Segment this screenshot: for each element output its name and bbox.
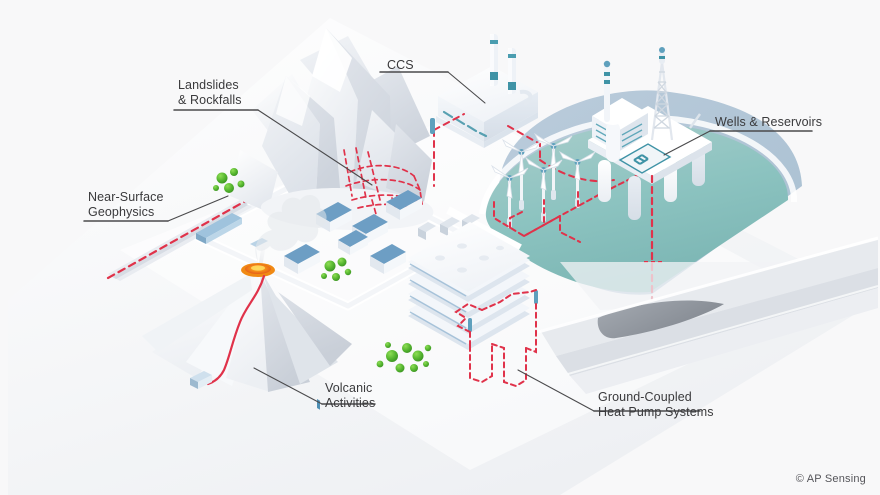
storage-vessel <box>606 122 620 162</box>
smokestack-short <box>508 48 516 94</box>
wind-turbine <box>533 132 573 200</box>
ccs-plant <box>430 34 615 187</box>
building-roof <box>408 222 530 292</box>
village <box>284 190 480 410</box>
strata-layer-mid <box>556 268 878 376</box>
snowcap-second <box>276 76 310 126</box>
wind-turbine <box>501 138 541 210</box>
plant-plinth-right <box>484 112 538 148</box>
label-leader-landslides-rockfalls <box>257 109 373 186</box>
building-window-bands <box>409 263 467 345</box>
smoke-column <box>258 244 266 268</box>
volcano-sensing-fiber <box>206 274 266 386</box>
label-leader-near-surface-geophysics <box>167 195 229 222</box>
flank-6 <box>264 272 352 366</box>
offshore-platform <box>588 47 712 220</box>
rail-track <box>112 203 248 279</box>
cross-section-edge-2 <box>567 285 879 375</box>
smokestack-tall <box>490 34 498 86</box>
peak-second-right <box>286 76 340 196</box>
road-spur-east <box>446 206 522 252</box>
train-face <box>206 218 242 244</box>
helipad <box>618 143 672 174</box>
spur-west <box>230 150 278 212</box>
plant-left-wall <box>438 96 484 142</box>
plant-windows <box>442 110 488 138</box>
platform-deck-right <box>652 142 712 184</box>
house <box>386 190 422 220</box>
vent-stack <box>603 60 611 122</box>
wind-farm <box>490 132 641 243</box>
snowcap-main <box>312 28 352 92</box>
wellhead-right <box>534 290 538 304</box>
plant-duct <box>519 89 533 106</box>
derrick-tower <box>650 47 674 141</box>
borehole-loop <box>454 289 538 388</box>
volcano <box>142 194 352 392</box>
label-leader-ccs <box>447 71 486 104</box>
office-building <box>408 222 530 350</box>
wind-turbine <box>490 164 529 228</box>
train-side <box>196 233 206 244</box>
copyright-notice: © AP Sensing <box>795 473 866 485</box>
label-leader-wells-reservoirs <box>663 130 711 156</box>
trees-cluster-south <box>376 342 432 373</box>
monitoring-van-face <box>198 375 212 389</box>
spur-far-east <box>386 124 432 202</box>
reservoir-lens <box>597 300 724 339</box>
geology-cross-section <box>537 236 879 394</box>
flank-5 <box>262 272 338 384</box>
label-leader-volcanic-activities <box>253 367 323 405</box>
flank-0 <box>142 274 252 352</box>
house <box>338 230 368 255</box>
platform-deck-left <box>588 140 652 184</box>
flank-3 <box>226 272 270 392</box>
label-leader-lines <box>83 71 813 412</box>
plant-plinth-left <box>436 116 484 148</box>
subsea-cable-network <box>493 173 641 243</box>
monitoring-van-side <box>190 378 198 389</box>
module-right <box>618 113 648 152</box>
train-roof <box>196 213 242 238</box>
roof-vents <box>435 243 504 273</box>
module-roof <box>592 98 648 131</box>
cross-section-edge <box>537 236 879 334</box>
fiber-sensing-cable-rail <box>106 192 260 280</box>
co2-injection-wellhead <box>430 118 435 134</box>
crater-core <box>251 265 265 271</box>
trees-cluster-north <box>213 168 245 193</box>
house <box>370 244 406 274</box>
strata-layer-low <box>570 288 878 394</box>
wind-turbine <box>559 150 596 208</box>
wellhead-left <box>468 318 472 332</box>
trees-cluster-village <box>321 257 352 281</box>
label-leader-ground-coupled-heat-pump-systems <box>517 369 595 412</box>
smoke-plume <box>255 194 327 262</box>
monitoring-van-roof <box>190 371 212 382</box>
house <box>284 244 320 274</box>
platform-crane <box>689 113 701 129</box>
